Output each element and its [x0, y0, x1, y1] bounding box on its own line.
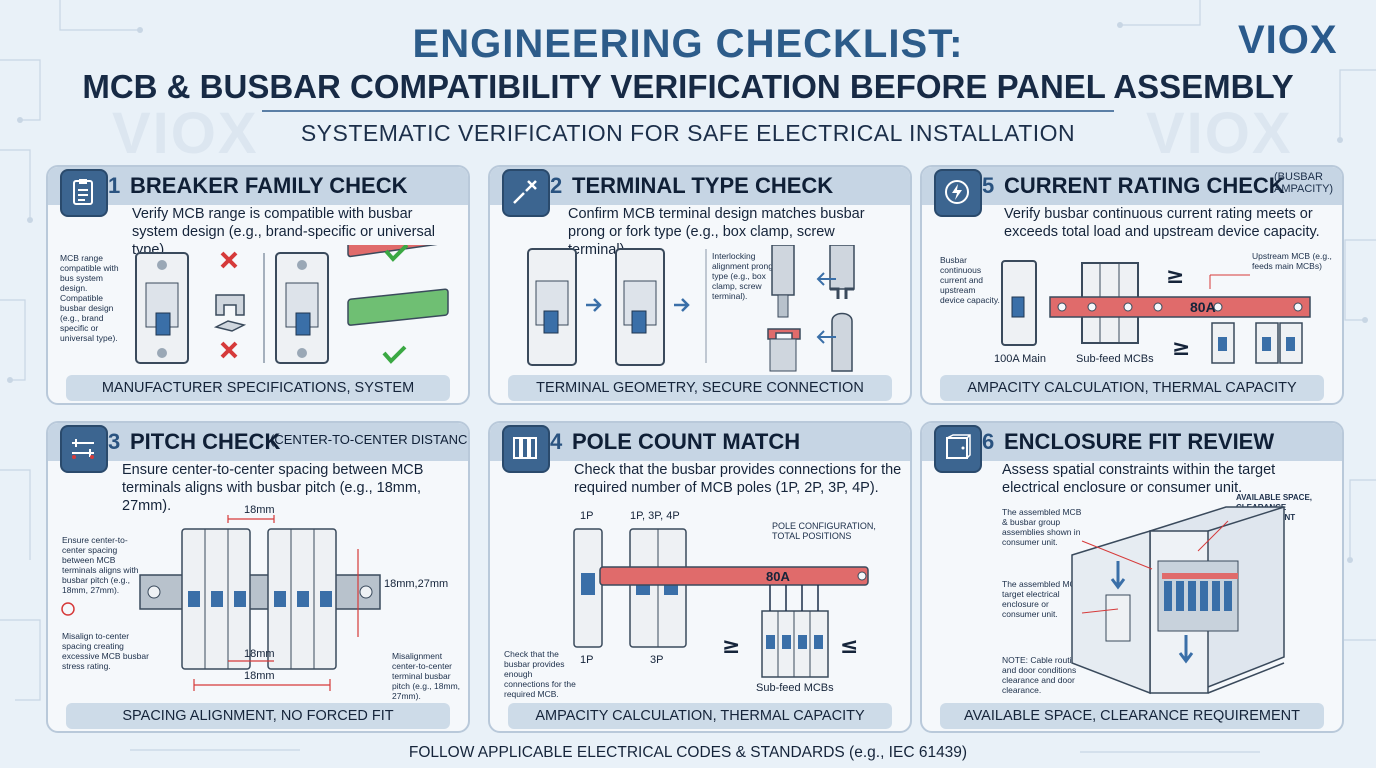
card-header — [922, 423, 1342, 461]
pin-fork-icon — [502, 169, 550, 217]
note-target-enclosure: The assembled MCB target electrical encl… — [1002, 579, 1082, 619]
card-title: TERMINAL TYPE CHECK — [572, 173, 834, 198]
card-enclosure-fit-review: 6 ENCLOSURE FIT REVIEW Assess spatial co… — [920, 421, 1344, 733]
card-pitch-check: 3 PITCH CHECK (CENTER-TO-CENTER DISTANCE… — [46, 421, 470, 733]
enclosure-fit-illustration — [1071, 506, 1285, 695]
watermark-right: VIOX — [1146, 101, 1293, 166]
title-divider — [262, 110, 1114, 112]
pole-count-illustration: 1P 1P, 3P, 4P 1P 3P 80A Sub-feed MCBs ≥ … — [573, 510, 869, 694]
current-rating-illustration: 80A 100A Main Sub-feed MCBs ≥ ≥ — [994, 260, 1311, 365]
card-number: 6 — [982, 429, 995, 454]
card-title: POLE COUNT MATCH — [572, 429, 801, 454]
terminal-type-illustration — [527, 245, 855, 372]
main-label: 100A Main — [994, 353, 1046, 365]
check-icon — [384, 245, 409, 262]
watermark-left: VIOX — [112, 101, 259, 166]
card-description: Ensure center-to-center spacing between … — [122, 462, 424, 514]
note-cable-routing: NOTE: Cable routing and door conditions … — [1002, 655, 1081, 695]
subfeed-label: Sub-feed MCBs — [1076, 353, 1154, 365]
pitch-measure-icon — [60, 425, 108, 473]
card-title: CURRENT RATING CHECK — [1004, 173, 1285, 198]
brand-logo: VIOX — [1238, 18, 1338, 62]
ge-symbol: ≥ — [1172, 336, 1190, 361]
label-1p-3p-4p: 1P, 3P, 4P — [630, 510, 680, 522]
le-symbol: ≤ — [840, 634, 858, 659]
triple-pole-icon — [502, 425, 550, 473]
note-spacing: Ensure center-to-center spacing between … — [62, 535, 139, 595]
cross-icon — [220, 251, 238, 269]
note-pole-config: POLE CONFIGURATION, TOTAL POSITIONS — [772, 521, 876, 541]
busbar-red — [347, 245, 449, 258]
note-compatible: MCB range compatible with bus system des… — [60, 253, 119, 293]
pitch-label-right: 18mm,27mm — [384, 578, 448, 590]
card-terminal-type-check: 2 TERMINAL TYPE CHECK Confirm MCB termin… — [488, 165, 912, 405]
card-footer: AVAILABLE SPACE, CLEARANCE REQUIREMENT — [940, 703, 1324, 729]
cross-icon — [220, 341, 238, 359]
page-subtitle: SYSTEMATIC VERIFICATION FOR SAFE ELECTRI… — [300, 120, 1076, 146]
note-assembled-group: The assembled MCB & busbar group assembl… — [1002, 507, 1082, 547]
card-title: BREAKER FAMILY CHECK — [130, 173, 408, 198]
mcb-right — [275, 252, 329, 364]
card-description: Verify busbar continuous current rating … — [1004, 206, 1320, 240]
lightning-circle-icon — [934, 169, 982, 217]
card-number: 2 — [550, 173, 563, 198]
card-number: 1 — [108, 173, 121, 198]
note-upstream-mcb: Upstream MCB (e.g., feeds main MCBs) — [1252, 251, 1332, 271]
busbar-rating-label: 80A — [1190, 299, 1216, 315]
enclosure-icon — [934, 425, 982, 473]
check-icon — [382, 345, 407, 364]
note-enough-connections: Check that the busbar provides enough co… — [504, 649, 576, 699]
note-busbar-design: Compatible busbar design (e.g., brand sp… — [60, 293, 118, 343]
card-description: Check that the busbar provides connectio… — [574, 462, 902, 496]
ge-symbol: ≥ — [722, 634, 740, 659]
card-breaker-family-check: 1 BREAKER FAMILY CHECK Verify MCB range … — [46, 165, 470, 405]
busbar-green — [347, 288, 449, 326]
ge-symbol: ≥ — [1166, 264, 1184, 289]
label-1p-bottom: 1P — [580, 654, 593, 666]
card-title-note: (BUSBAR AMPACITY) — [1274, 171, 1334, 195]
note-misalign: Misalign to-center spacing creating exce… — [62, 631, 149, 671]
pitch-label-mid: 18mm — [244, 648, 275, 660]
pitch-check-illustration: 18mm 18mm,27mm 18mm 18mm — [61, 504, 448, 691]
mcb-left — [135, 252, 189, 364]
card-header — [48, 167, 468, 205]
card-footer: SPACING ALIGNMENT, NO FORCED FIT — [66, 703, 450, 729]
card-title-note: (CENTER-TO-CENTER DISTANCE) — [270, 432, 470, 447]
card-current-rating-check: 5 CURRENT RATING CHECK (BUSBAR AMPACITY)… — [920, 165, 1344, 405]
note-interlocking: Interlocking alignment prong type (e.g.,… — [712, 251, 773, 301]
subfeed-label: Sub-feed MCBs — [756, 682, 834, 694]
clipboard-icon — [60, 169, 108, 217]
card-description: Assess spatial constraints within the ta… — [1002, 462, 1276, 496]
label-3p-bottom: 3P — [650, 654, 663, 666]
breaker-family-illustration — [135, 245, 449, 364]
card-number: 5 — [982, 173, 995, 198]
busbar-rating-label: 80A — [766, 569, 790, 584]
card-number: 3 — [108, 429, 121, 454]
card-description: Confirm MCB terminal design matches busb… — [568, 206, 865, 258]
pitch-label-bottom: 18mm — [244, 670, 275, 682]
page-title: ENGINEERING CHECKLIST: — [412, 22, 964, 66]
page-title-line2: MCB & BUSBAR COMPATIBILITY VERIFICATION … — [82, 68, 1294, 105]
card-description: Verify MCB range is compatible with busb… — [132, 206, 436, 258]
card-number: 4 — [550, 429, 563, 454]
card-header — [490, 423, 910, 461]
card-footer: MANUFACTURER SPECIFICATIONS, SYSTEM INTE… — [66, 375, 450, 401]
card-footer: AMPACITY CALCULATION, THERMAL CAPACITY — [940, 375, 1324, 401]
card-header — [490, 167, 910, 205]
card-title: ENCLOSURE FIT REVIEW — [1004, 429, 1275, 454]
page-footer: FOLLOW APPLICABLE ELECTRICAL CODES & STA… — [408, 744, 968, 761]
card-pole-count-match: 4 POLE COUNT MATCH Check that the busbar… — [488, 421, 912, 733]
note-continuous-current: Busbar continuous current and upstream d… — [940, 255, 1000, 305]
card-footer: TERMINAL GEOMETRY, SECURE CONNECTION — [508, 375, 892, 401]
label-1p-top: 1P — [580, 510, 593, 522]
card-title: PITCH CHECK — [130, 429, 281, 454]
card-header — [48, 423, 468, 461]
card-header — [922, 167, 1342, 205]
note-misalignment: Misalignment center-to-center terminal b… — [392, 651, 461, 701]
card-footer: AMPACITY CALCULATION, THERMAL CAPACITY — [508, 703, 892, 729]
pitch-label-top: 18mm — [244, 504, 275, 516]
